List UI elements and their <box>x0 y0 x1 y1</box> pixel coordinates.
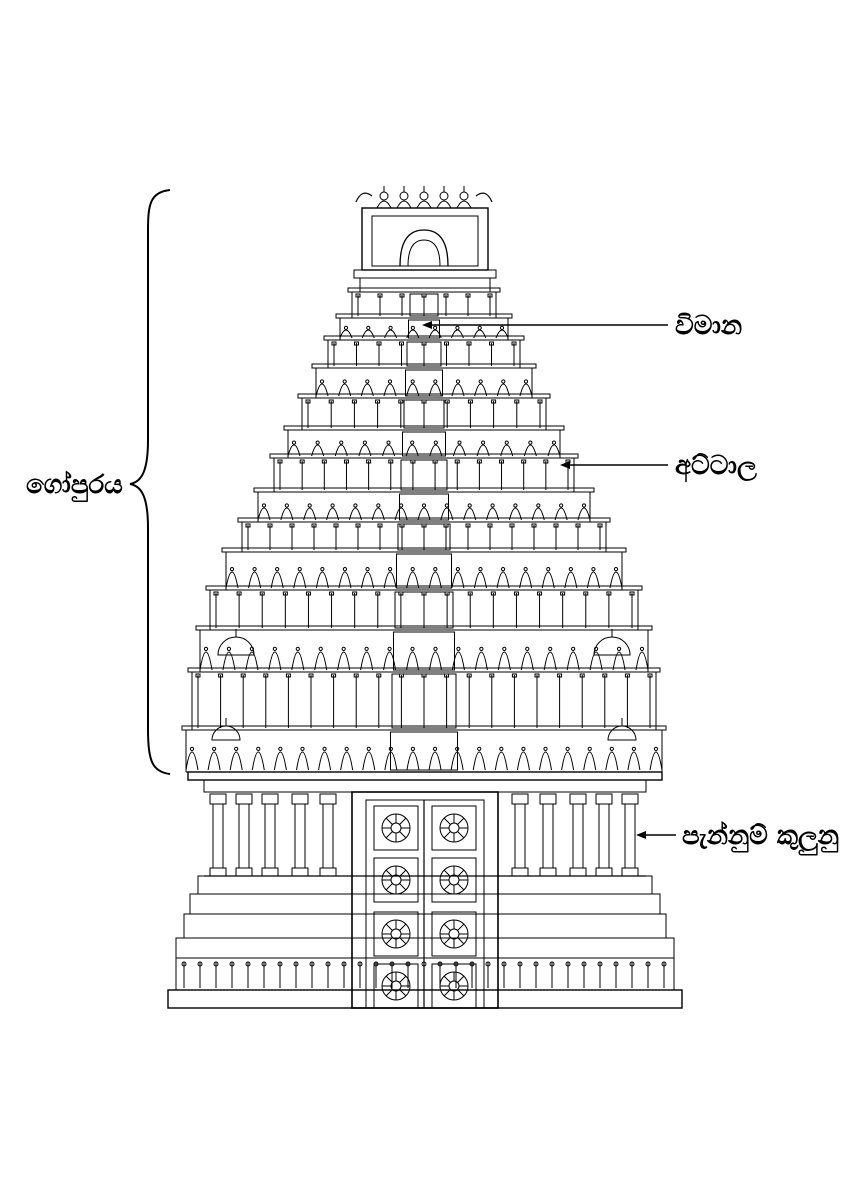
pannum-kulunu-pointer <box>636 831 676 839</box>
vimana-label: විමාන <box>675 311 742 341</box>
attala-label: අට්ටාල <box>675 451 757 483</box>
vimana-pointer <box>422 321 668 329</box>
attala-pointer <box>560 461 668 469</box>
pannum-kulunu-label: පැන්නුම් කුලුනු <box>682 821 839 856</box>
gopuraya-label: ගෝපුරය <box>26 470 123 503</box>
gopuram-tower-illustration <box>167 186 683 1009</box>
gopuraya-brace <box>129 189 171 775</box>
